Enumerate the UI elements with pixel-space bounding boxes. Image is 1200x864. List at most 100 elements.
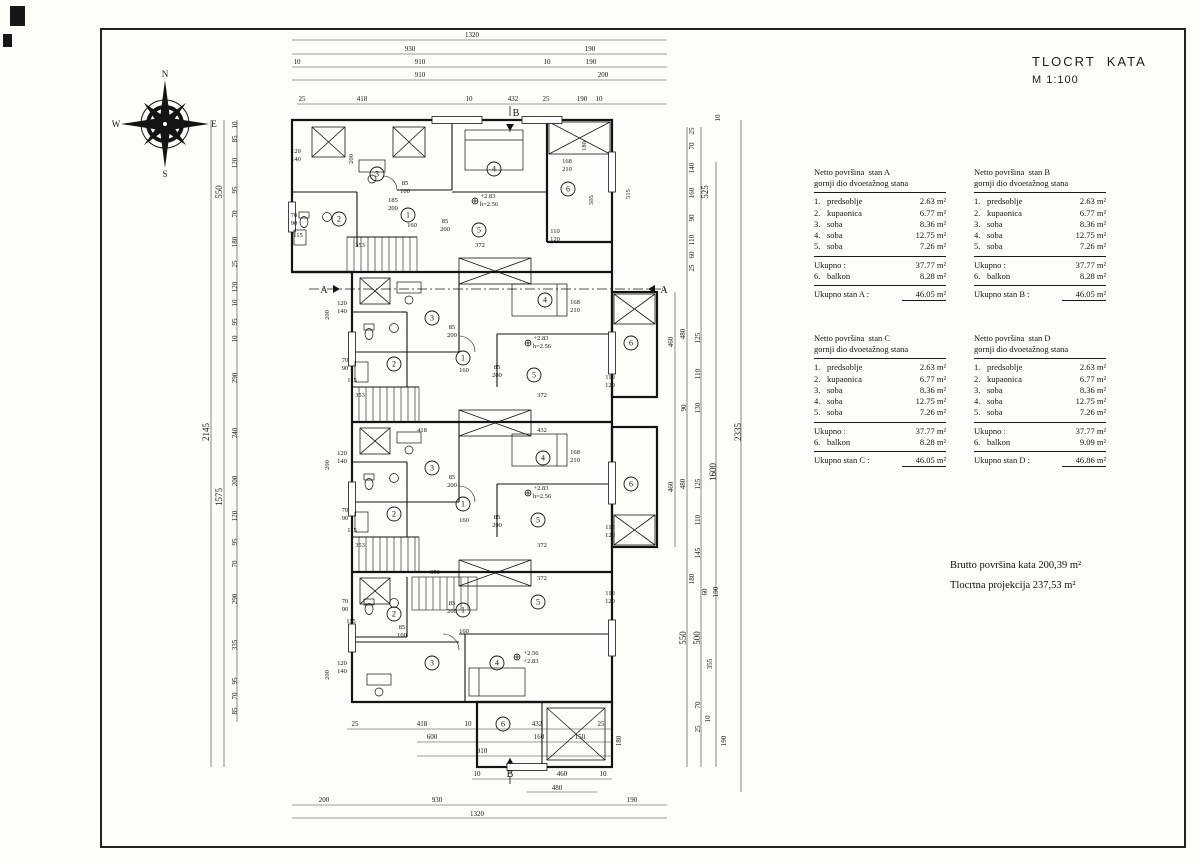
- plan-dimension-label: 2145: [201, 423, 211, 442]
- row-value: 8.36 m²: [919, 384, 946, 395]
- compass-s-label: S: [162, 169, 167, 179]
- row-label: predsoblje: [827, 196, 863, 207]
- svg-text:6: 6: [629, 339, 633, 348]
- plan-dimension-label: 418: [417, 427, 427, 434]
- plan-dimension-label: 10: [714, 114, 722, 122]
- room-number-badge: 2: [386, 606, 402, 622]
- svg-text:3: 3: [375, 170, 379, 179]
- row-value: 2.63 m²: [919, 362, 946, 373]
- room-number-badge: 3: [424, 655, 440, 671]
- svg-text:2: 2: [392, 610, 396, 619]
- plan-dimension-label: 432: [532, 720, 543, 728]
- plan-dimension-label: 10: [474, 770, 482, 778]
- plan-dimension-label: 115: [293, 232, 303, 239]
- svg-text:3: 3: [430, 314, 434, 323]
- compass-e-label: E: [211, 119, 217, 129]
- plan-dimension-label: 70: [231, 560, 239, 568]
- row-label: soba: [827, 396, 843, 407]
- row-num: 3.: [814, 384, 821, 395]
- row-label: soba: [987, 396, 1003, 407]
- row-label: balkon: [827, 436, 851, 447]
- plan-dimension-label: 85: [402, 180, 409, 187]
- row-value: 8.28 m²: [919, 270, 946, 281]
- total-label: Ukupno stan B :: [974, 288, 1030, 299]
- table-title: Netto površina stan B: [974, 167, 1051, 177]
- subtotal-value: 37.77 m²: [915, 425, 946, 436]
- plan-dimension-label: 95: [231, 186, 239, 194]
- room-number-badge: 1: [455, 602, 471, 618]
- plan-dimension-label: 60: [701, 588, 709, 596]
- room-number-badge: 2: [331, 211, 347, 227]
- svg-text:6: 6: [566, 185, 570, 194]
- plan-dimension-label: 110: [550, 228, 560, 235]
- plan-dimension-label: 120: [550, 236, 560, 243]
- room-number-badge: 4: [489, 655, 505, 671]
- plan-dimension-label: 200: [324, 460, 331, 470]
- plan-dimension-label: 355: [706, 658, 714, 669]
- plan-dimension-label: 10: [600, 770, 608, 778]
- room-number-badge: 6: [623, 335, 639, 351]
- plan-dimension-label: 100: [397, 632, 407, 639]
- room-number-badge: 5: [471, 222, 487, 238]
- room-number-badge: 5: [530, 594, 546, 610]
- plan-dimension-label: +2.83: [480, 193, 495, 200]
- plan-dimension-label: 525: [700, 185, 710, 199]
- plan-dimension-label: 10: [544, 58, 552, 66]
- plan-dimension-label: 110: [605, 590, 615, 597]
- svg-text:4: 4: [495, 659, 499, 668]
- row-label: soba: [987, 218, 1003, 229]
- plan-dimension-label: 115: [347, 377, 357, 384]
- plan-dimension-label: 85: [449, 600, 456, 607]
- area-table-stan-b: Netto površina stan B gornji dio dvoetaž…: [974, 167, 1106, 302]
- total-label: Ukupno stan D :: [974, 454, 1030, 465]
- plan-dimension-label: 120: [231, 157, 239, 168]
- door-swings: [382, 175, 476, 651]
- svg-text:1: 1: [461, 606, 465, 615]
- brutto-area-note: Brutto površina kata 200,39 m²: [950, 560, 1082, 571]
- plan-dimension-label: 930: [405, 45, 416, 53]
- row-label: predsoblje: [827, 362, 863, 373]
- dimension-lines: [210, 39, 742, 819]
- svg-text:1: 1: [406, 211, 410, 220]
- plan-dimension-label: h=2.56: [533, 493, 552, 500]
- windows: [288, 116, 616, 771]
- plan-dimension-label: 145: [694, 547, 702, 558]
- plan-dimension-label: 115: [346, 618, 356, 625]
- row-num: 2.: [974, 373, 981, 384]
- row-value: 12.75 m²: [1075, 230, 1106, 241]
- total-label: Ukupno stan A :: [814, 288, 870, 299]
- row-value: 8.36 m²: [1079, 218, 1106, 229]
- compass-n-label: N: [162, 69, 169, 79]
- room-number-badge: 6: [560, 181, 576, 197]
- compass-rose-icon: [121, 80, 209, 168]
- subtotal-row: Ukupno :37.77 m²: [974, 260, 1106, 271]
- plan-dimension-label: 200: [492, 372, 502, 379]
- plan-dimension-label: 180: [615, 735, 623, 746]
- plan-dimension-label: 210: [570, 457, 580, 464]
- row-num: 5.: [814, 407, 821, 418]
- plan-dimension-label: B: [513, 108, 520, 119]
- row-num: 5.: [814, 241, 821, 252]
- plan-dimension-label: 190: [712, 586, 720, 597]
- table-title: Netto površina stan A: [814, 167, 891, 177]
- plan-dimension-label: 120: [231, 510, 239, 521]
- plan-dimension-label: 180: [231, 236, 239, 247]
- plan-dimension-label: 120: [605, 532, 615, 539]
- plan-dimension-label: 90: [342, 515, 349, 522]
- plan-dimension-label: 160: [688, 187, 696, 198]
- row-num: 5.: [974, 241, 981, 252]
- plan-dimension-label: 95: [231, 677, 239, 685]
- row-num: 1.: [814, 196, 821, 207]
- room-number-badge: 6: [495, 716, 511, 732]
- plan-dimension-label: 10: [231, 299, 239, 307]
